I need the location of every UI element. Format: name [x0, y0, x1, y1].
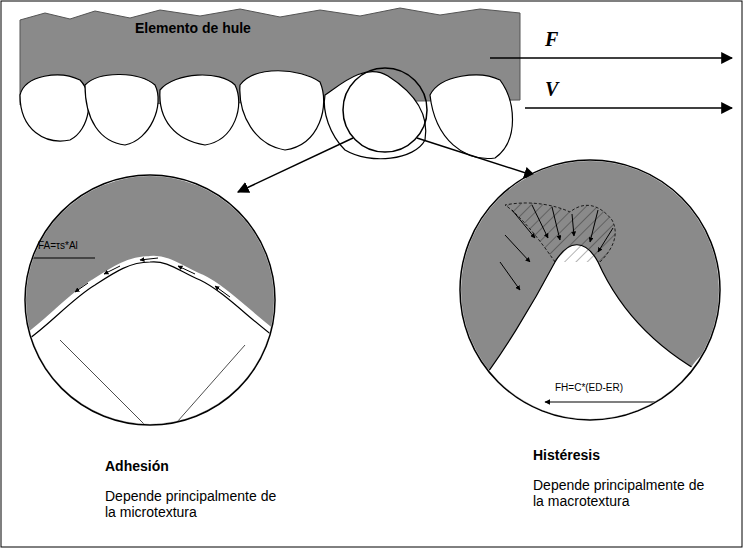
formula: FA=τs*Al	[38, 240, 78, 252]
hysteresis-circle	[460, 160, 720, 420]
force-arrow	[490, 57, 732, 59]
zoom-pointer	[238, 138, 353, 192]
hysteresis-detail	[455, 155, 725, 430]
part-name: Elemento de hule	[135, 20, 251, 36]
adhesion-detail	[20, 170, 285, 430]
heading: Adhesión	[105, 458, 169, 474]
description: Depende principalmente de la microtextur…	[105, 488, 280, 520]
description: Depende principalmente de la macrotextur…	[533, 477, 708, 509]
zoom-circle	[343, 68, 427, 152]
adhesion-circle	[25, 175, 275, 425]
formula: FH=C*(ED-ER)	[555, 382, 623, 394]
velocity-symbol: V	[545, 78, 558, 101]
velocity-arrow	[525, 107, 732, 109]
heading: Histéresis	[533, 447, 600, 463]
force-symbol: F	[545, 28, 558, 51]
zoom-pointer	[417, 138, 535, 176]
